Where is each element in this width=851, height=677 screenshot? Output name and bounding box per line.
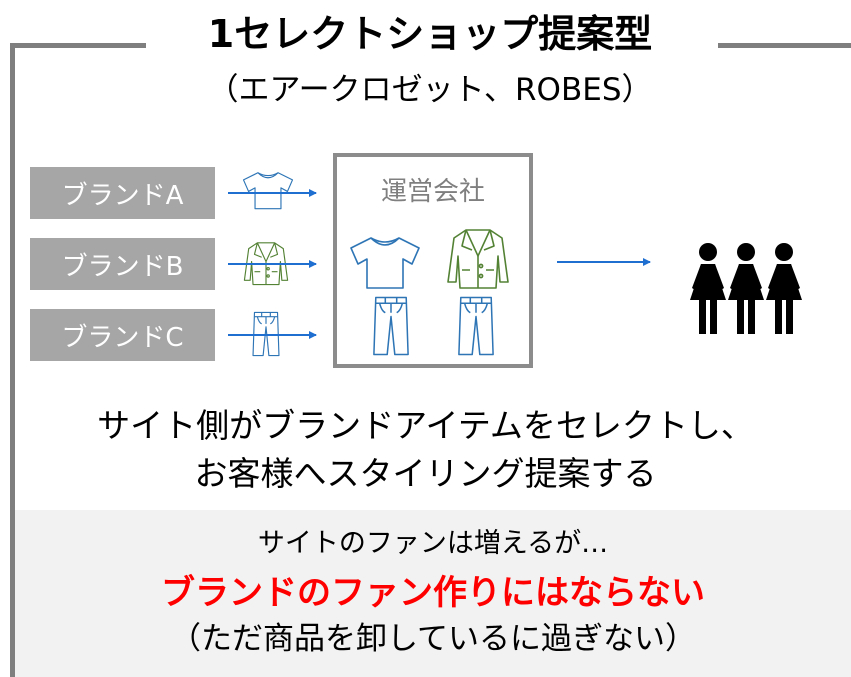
brand-a-tshirt-icon [242,172,294,210]
company-pants-left-icon [373,296,409,356]
description-line-1: サイト側がブランドアイテムをセレクトし、 [97,406,754,445]
page-subtitle: （エアークロゼット、ROBES） [207,72,653,108]
people-icon [690,243,802,334]
description-line-2: お客様へスタイリング提案する [194,454,657,493]
conclusion-panel: サイトのファンは増えるが… ブランドのファン作りにはならない （ただ商品を卸して… [10,510,851,677]
frame-top-right-line [718,43,851,48]
frame-left-line [10,43,15,513]
company-label: 運営会社 [380,177,485,207]
brand-c-label: ブランドC [61,322,184,353]
company-jacket-icon [447,229,509,289]
brand-b-label: ブランドB [61,251,184,282]
brand-a-box: ブランドA [30,167,215,219]
frame-top-left-line [10,43,146,48]
brand-a-label: ブランドA [61,180,184,211]
conclusion-highlight: ブランドのファン作りにはならない [161,573,705,613]
conclusion-line-1: サイトのファンは増えるが… [257,528,609,559]
brand-b-box: ブランドB [30,238,215,290]
company-tshirt-icon [350,237,420,289]
description: サイト側がブランドアイテムをセレクトし、 お客様へスタイリング提案する [20,402,831,498]
brand-c-box: ブランドC [30,309,215,361]
company-pants-right-icon [458,296,494,356]
conclusion-line-3: （ただ商品を卸しているに過ぎない） [169,621,697,657]
page-title: 1セレクトショップ提案型 [207,12,653,56]
